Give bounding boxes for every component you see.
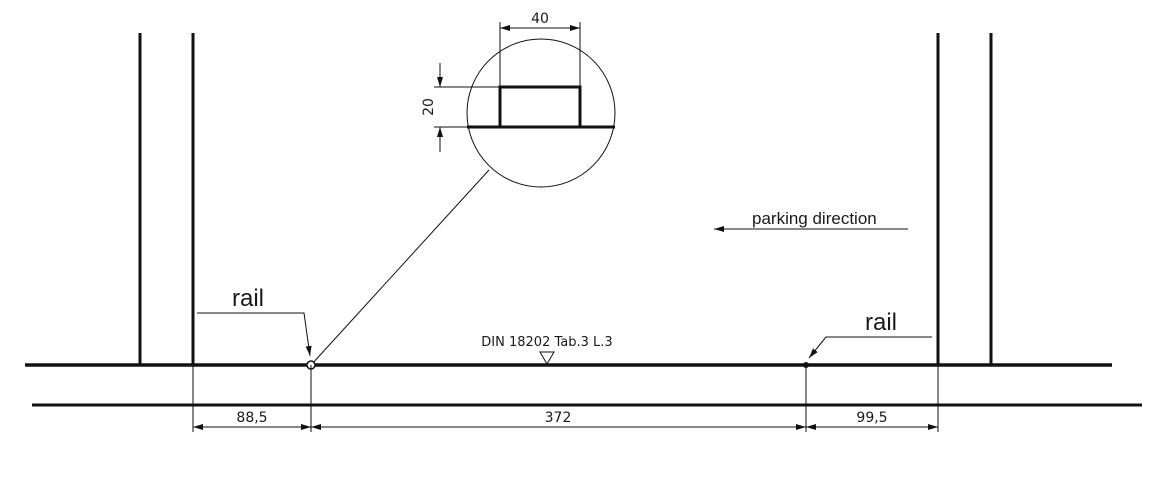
detail-circle [466, 38, 616, 188]
detail-height-value: 20 [421, 98, 437, 116]
standard-reference: DIN 18202 Tab.3 L.3 [481, 335, 612, 350]
rail-right-leader [808, 336, 932, 359]
detail-leader [310, 169, 490, 366]
rail-left-leader [197, 312, 312, 357]
dim-value-left: 88,5 [236, 410, 267, 426]
flatness-triangle [539, 351, 555, 365]
rail-left-label: rail [232, 285, 264, 312]
parking-direction-label: parking direction [752, 209, 877, 228]
detail-rail-profile [498, 85, 582, 127]
rail-right-label: rail [865, 309, 897, 336]
dim-value-middle: 372 [545, 410, 572, 426]
detail-width-value: 40 [531, 11, 549, 27]
dim-value-right: 99,5 [856, 410, 887, 426]
